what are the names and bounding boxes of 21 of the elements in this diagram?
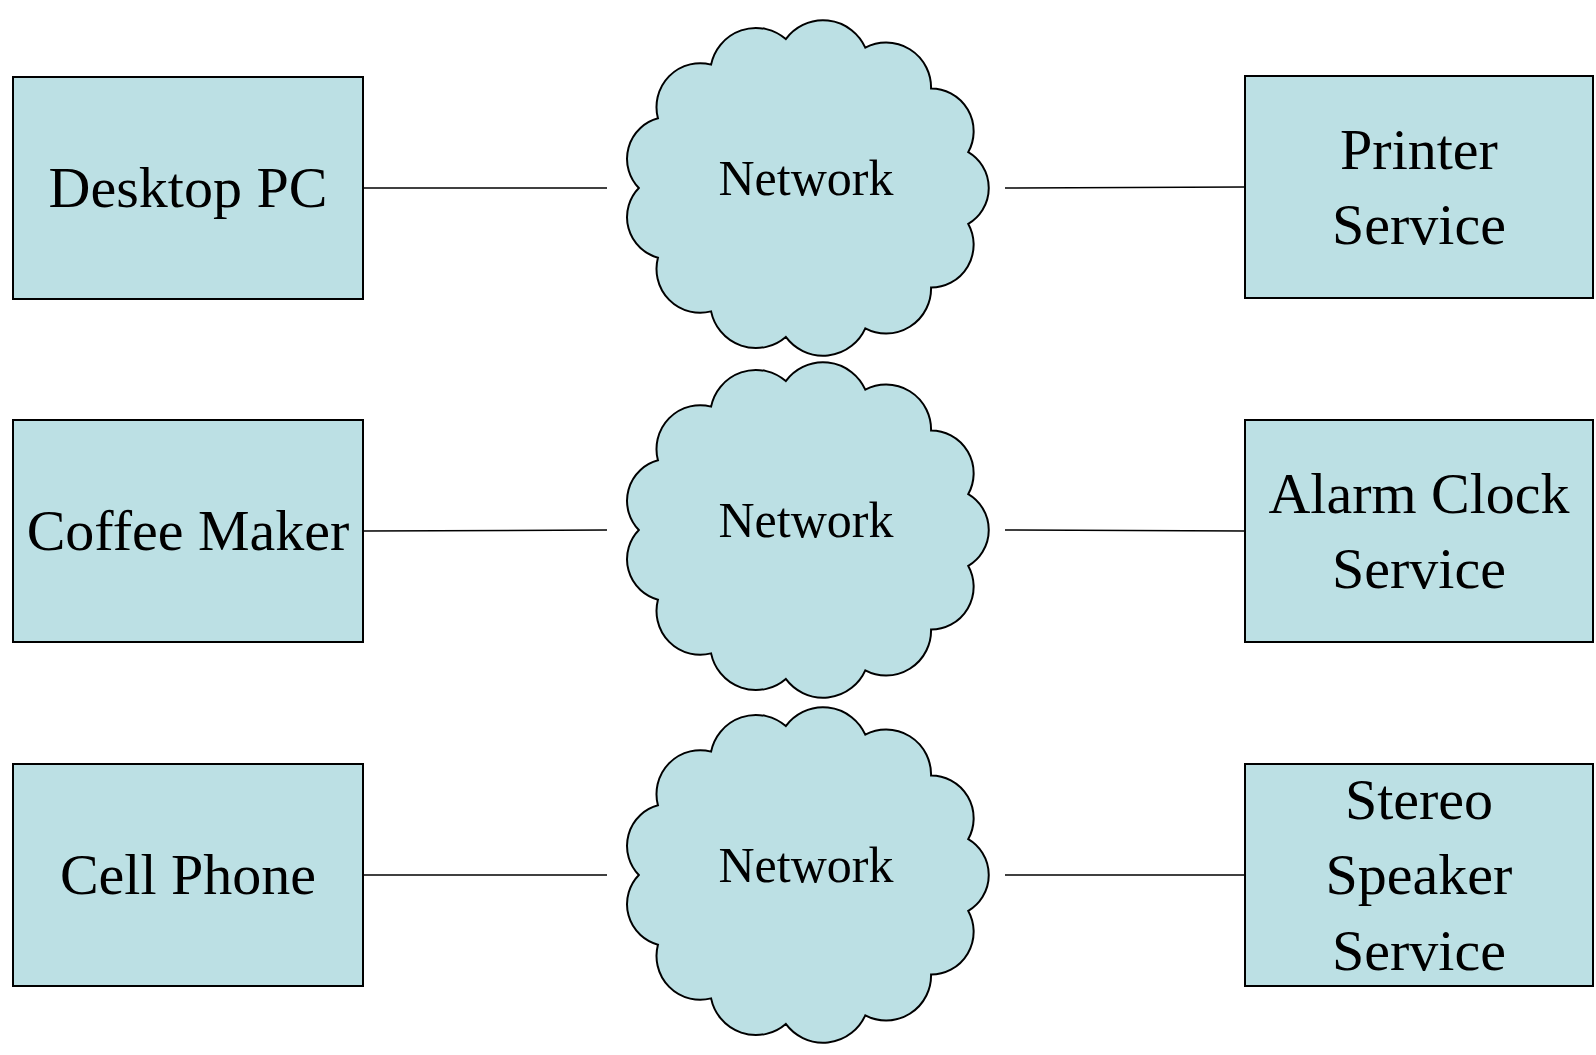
connector-line xyxy=(363,874,608,876)
connector-line xyxy=(363,529,608,532)
connector-line xyxy=(363,187,608,189)
device-box xyxy=(12,76,364,300)
device-box xyxy=(1244,419,1594,643)
cloud-label: Network xyxy=(718,490,894,550)
device-box xyxy=(1244,763,1594,987)
connector-line xyxy=(1004,186,1245,189)
box-label: Desktop PC xyxy=(48,154,328,223)
connector-line xyxy=(1004,874,1245,876)
cloud-label: Network xyxy=(718,148,894,208)
cloud-label: Network xyxy=(718,835,894,895)
box-label: Cell Phone xyxy=(59,841,317,910)
box-label: Coffee Maker xyxy=(26,497,350,566)
device-box xyxy=(1244,75,1594,299)
box-label: Stereo Speaker Service xyxy=(1324,765,1514,985)
device-box xyxy=(12,763,364,987)
device-box xyxy=(12,419,364,643)
connector-line xyxy=(1004,529,1245,532)
box-label: Printer Service xyxy=(1331,115,1507,259)
box-label: Alarm Clock Service xyxy=(1267,459,1571,603)
